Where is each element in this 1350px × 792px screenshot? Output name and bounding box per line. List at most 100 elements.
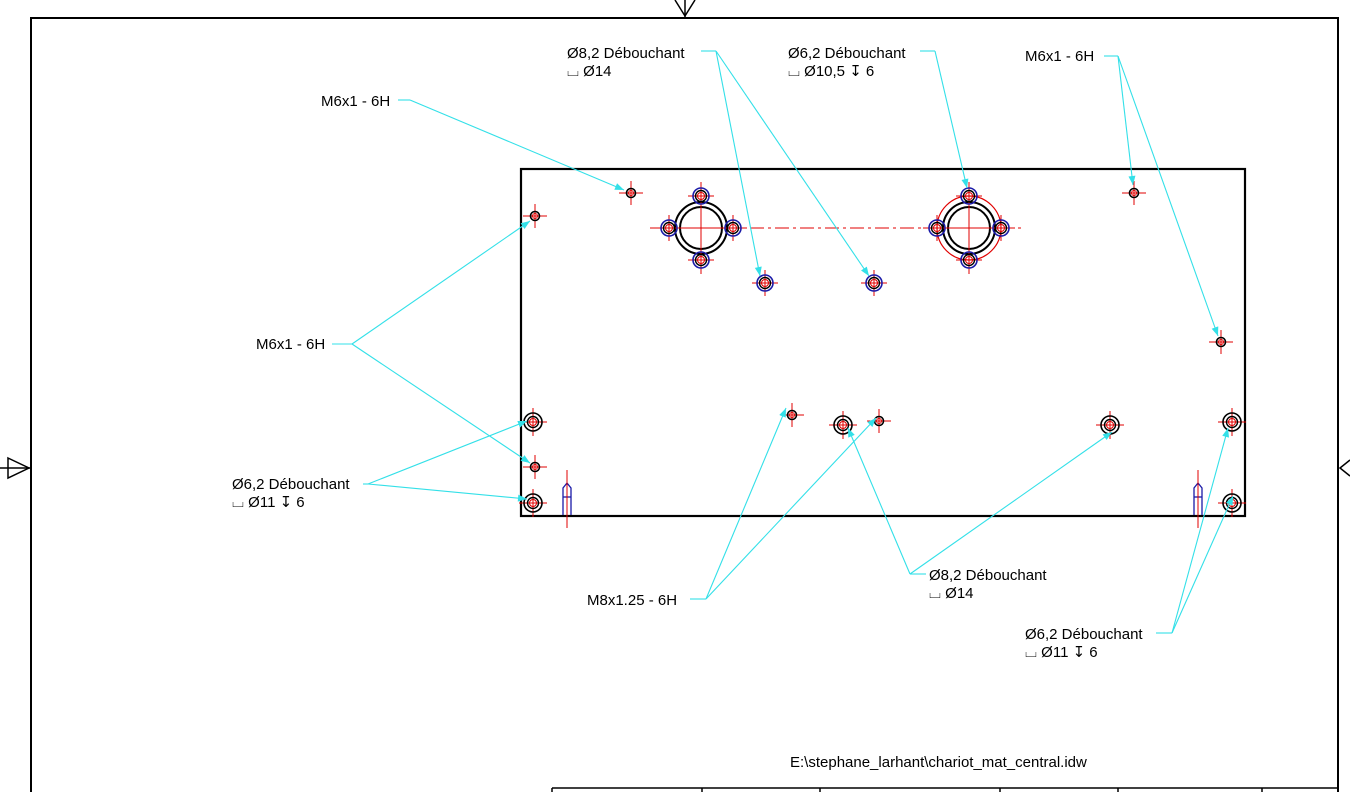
through-hole — [694, 253, 708, 267]
threaded-hole-inner — [789, 412, 795, 418]
leader-arrowhead — [614, 183, 624, 190]
threaded-hole — [529, 461, 541, 473]
annotation-d62-top: Ø6,2 Débouchant ⌴ Ø10,5 ↧ 6 — [788, 45, 906, 81]
annotation-text: Ø8,2 Débouchant — [567, 45, 685, 62]
leader-line — [367, 420, 528, 485]
annotation-m6-top-left: M6x1 - 6H — [321, 93, 390, 111]
holes-layer — [519, 181, 1246, 528]
through-hole — [930, 221, 944, 235]
through-hole — [962, 253, 976, 267]
hidden-edge — [960, 251, 978, 269]
annotation-m6-left: M6x1 - 6H — [256, 336, 325, 354]
through-hole — [662, 221, 676, 235]
counterbore — [1222, 412, 1242, 432]
hole-mark — [933, 224, 941, 232]
hidden-edge — [692, 251, 710, 269]
leader-arrowhead — [520, 455, 530, 463]
annotation-d62-left: Ø6,2 Débouchant ⌴ Ø11 ↧ 6 — [232, 476, 350, 512]
leader-line — [705, 407, 787, 600]
leader-arrowhead — [779, 408, 786, 418]
right-center-arrow — [1338, 459, 1350, 477]
annotation-subtext: ⌴ Ø11 ↧ 6 — [1025, 644, 1098, 661]
leader-line — [705, 417, 877, 600]
leader-arrowhead — [754, 266, 762, 276]
through-hole — [867, 276, 881, 290]
annotation-text: Ø8,2 Débouchant — [929, 567, 1047, 584]
through-hole — [994, 221, 1008, 235]
leader-arrowhead — [1211, 326, 1219, 336]
threaded-hole-inner — [876, 418, 882, 424]
annotation-m6-top-right: M6x1 - 6H — [1025, 48, 1094, 66]
leader-line — [909, 431, 1113, 575]
through-hole — [836, 418, 850, 432]
threaded-hole — [1215, 336, 1227, 348]
threaded-hole-inner — [1218, 339, 1224, 345]
leader-arrowhead — [1222, 428, 1230, 438]
annotation-subtext: ⌴ Ø14 — [567, 63, 612, 80]
counterbore — [1222, 493, 1242, 513]
annotation-text: M6x1 - 6H — [1025, 48, 1095, 65]
leader-line — [351, 343, 531, 464]
hidden-edge — [960, 187, 978, 205]
leader-line — [1171, 495, 1234, 634]
threaded-hole-inner — [532, 213, 538, 219]
leader-line — [409, 99, 625, 191]
title-block — [551, 787, 1338, 792]
annotation-subtext: ⌴ Ø14 — [929, 585, 974, 602]
threaded-hole-inner — [532, 464, 538, 470]
hole-mark — [839, 421, 847, 429]
through-hole — [1103, 418, 1117, 432]
threaded-hole-inner — [1131, 190, 1137, 196]
hole-mark — [665, 224, 673, 232]
leader-line — [367, 483, 528, 500]
through-hole — [694, 189, 708, 203]
annotation-text: Ø6,2 Débouchant — [232, 476, 350, 493]
top-center-arrow — [674, 0, 696, 18]
through-hole — [1225, 415, 1239, 429]
leader-line — [934, 50, 968, 189]
through-hole — [962, 189, 976, 203]
leader-line — [1171, 427, 1229, 634]
annotation-subtext: ⌴ Ø10,5 ↧ 6 — [788, 63, 875, 80]
annotation-m8: M8x1.25 - 6H — [587, 592, 677, 610]
hidden-edge — [660, 219, 678, 237]
threaded-hole — [1128, 187, 1140, 199]
hole-mark — [761, 279, 769, 287]
hidden-edge — [724, 219, 742, 237]
leader-arrowhead — [1102, 432, 1112, 441]
annotation-text: Ø6,2 Débouchant — [1025, 626, 1143, 643]
leader-arrowhead — [867, 418, 876, 427]
hole-mark — [529, 418, 537, 426]
hole-mark — [529, 499, 537, 507]
left-center-arrow — [0, 456, 31, 480]
hole-mark — [965, 256, 973, 264]
dowel-pin-section — [562, 470, 572, 528]
sheet-border — [30, 17, 1339, 792]
hidden-edge — [756, 274, 774, 292]
hidden-edge — [928, 219, 946, 237]
threaded-hole — [625, 187, 637, 199]
leader-arrowhead — [861, 266, 869, 276]
leader-arrowhead — [1128, 175, 1136, 185]
annotation-d62-right: Ø6,2 Débouchant ⌴ Ø11 ↧ 6 — [1025, 626, 1143, 662]
leader-arrowhead — [961, 178, 969, 188]
leader-line — [715, 50, 870, 277]
hidden-edge — [865, 274, 883, 292]
annotation-text: Ø6,2 Débouchant — [788, 45, 906, 62]
hidden-edge — [992, 219, 1010, 237]
hole-mark — [997, 224, 1005, 232]
file-path: E:\stephane_larhant\chariot_mat_central.… — [790, 754, 1087, 771]
hole-mark — [729, 224, 737, 232]
hole-mark — [870, 279, 878, 287]
leader-arrowhead — [517, 494, 527, 502]
leader-arrowhead — [1226, 496, 1233, 506]
annotation-subtext: ⌴ Ø11 ↧ 6 — [232, 494, 305, 511]
hole-mark — [1228, 418, 1236, 426]
leader-arrowhead — [517, 421, 527, 428]
hole-mark — [697, 192, 705, 200]
leader-line — [847, 427, 911, 575]
hole-mark — [1106, 421, 1114, 429]
annotation-d82-top: Ø8,2 Débouchant ⌴ Ø14 — [567, 45, 685, 81]
leaders-layer — [332, 50, 1234, 634]
counterbore — [523, 493, 543, 513]
